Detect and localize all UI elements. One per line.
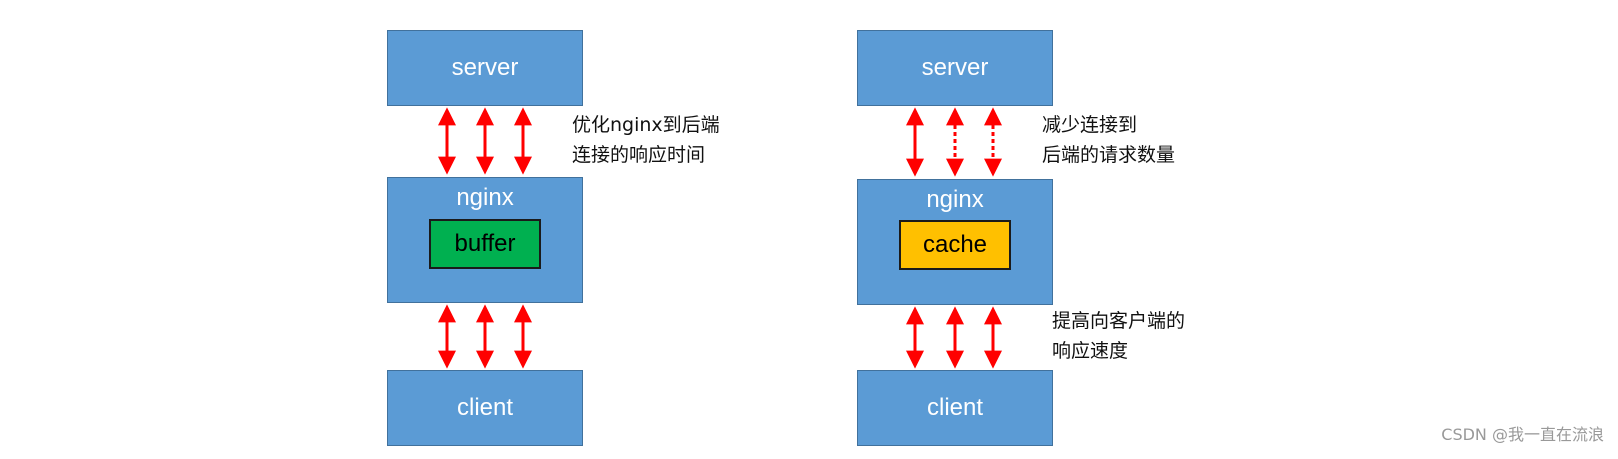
cache-label: cache xyxy=(922,231,988,258)
left-client-box: client xyxy=(387,370,583,446)
left-upper-note: 优化nginx到后端 连接的响应时间 xyxy=(572,110,720,170)
right-server-box: server xyxy=(857,30,1053,106)
right-client-label: client xyxy=(926,394,984,421)
left-upper-note-line-2: 连接的响应时间 xyxy=(572,144,706,166)
right-nginx-box: nginx xyxy=(857,179,1053,305)
right-upper-note-line-2: 后端的请求数量 xyxy=(1042,144,1176,166)
watermark: CSDN @我一直在流浪 xyxy=(1441,425,1604,444)
right-lower-note-line-1: 提高向客户端的 xyxy=(1052,310,1186,332)
left-nginx-label: nginx xyxy=(456,184,514,211)
left-client-label: client xyxy=(456,394,514,421)
left-server-label: server xyxy=(451,54,519,81)
cache-box: cache xyxy=(899,220,1011,270)
right-lower-note: 提高向客户端的 响应速度 xyxy=(1052,306,1185,366)
buffer-label: buffer xyxy=(454,230,516,257)
left-upper-note-line-1: 优化nginx到后端 xyxy=(572,114,720,136)
right-server-label: server xyxy=(921,54,989,81)
right-client-box: client xyxy=(857,370,1053,446)
buffer-box: buffer xyxy=(429,219,541,269)
right-upper-note-line-1: 减少连接到 xyxy=(1042,114,1138,136)
left-server-box: server xyxy=(387,30,583,106)
right-lower-note-line-2: 响应速度 xyxy=(1052,340,1129,362)
right-upper-note: 减少连接到 后端的请求数量 xyxy=(1042,110,1175,170)
right-nginx-label: nginx xyxy=(926,186,984,213)
